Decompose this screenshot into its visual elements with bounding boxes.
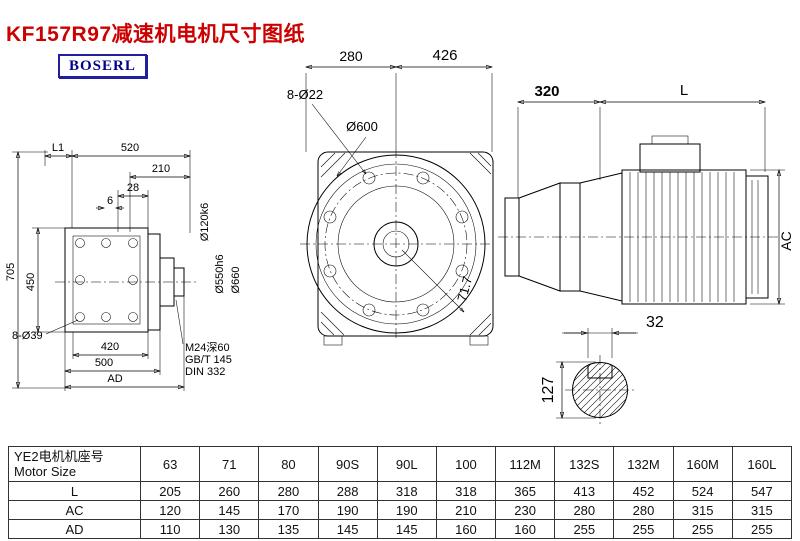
left-view: L1 520 210 28 6 705 450 420 500 AD 8-Ø39… — [5, 142, 242, 391]
cell-AC-0: 120 — [139, 500, 201, 520]
cell-AD-4: 145 — [376, 519, 437, 539]
dim-label-500: 500 — [95, 357, 113, 369]
cell-AD-7: 255 — [554, 519, 615, 539]
table-row-AD: AD 110 130 135 145 145 160 160 255 255 2… — [8, 519, 793, 539]
table-row-L: L 205 260 280 288 318 318 365 413 452 52… — [8, 481, 793, 501]
cell-AD-8: 255 — [613, 519, 674, 539]
cell-AC-10: 315 — [731, 500, 793, 520]
cell-AD-0: 110 — [139, 519, 201, 539]
cell-AC-2: 170 — [258, 500, 319, 520]
gearbox-housing-outline — [64, 227, 149, 333]
motor-size-header-cn: YE2电机机座号 — [14, 449, 104, 464]
dim-label-127: 127 — [540, 377, 557, 404]
dia-label-600: Ø600 — [346, 119, 378, 134]
page-title: KF157R97减速机电机尺寸图纸 — [6, 23, 306, 47]
table-header-row: YE2电机机座号 Motor Size 63 71 80 90S 90L 100… — [8, 446, 793, 482]
cell-AC-7: 280 — [554, 500, 615, 520]
dim-label-280: 280 — [339, 48, 363, 64]
note-gbt145: GB/T 145 — [185, 354, 232, 366]
dim-label-520: 520 — [121, 142, 139, 154]
size-col-63: 63 — [139, 446, 201, 482]
cell-AD-5: 160 — [435, 519, 497, 539]
dim-label-420: 420 — [101, 341, 119, 353]
cell-L-4: 318 — [376, 481, 437, 501]
cell-AD-6: 160 — [495, 519, 556, 539]
cell-L-9: 524 — [672, 481, 733, 501]
dim-label-32: 32 — [646, 314, 664, 331]
dim-label-AC: AC — [778, 231, 794, 250]
cell-L-7: 413 — [554, 481, 615, 501]
motor-size-header-en: Motor Size — [14, 464, 77, 479]
cell-L-5: 318 — [435, 481, 497, 501]
shaft-end-view: 32 127 — [540, 314, 664, 425]
dim-label-l1: L1 — [52, 142, 64, 154]
row-label-AD: AD — [8, 519, 141, 539]
cell-AD-2: 135 — [258, 519, 319, 539]
cell-L-3: 288 — [317, 481, 378, 501]
cell-AD-1: 130 — [199, 519, 260, 539]
dia-label-120k6: Ø120k6 — [199, 203, 211, 242]
dim-label-28: 28 — [127, 182, 139, 194]
dim-label-71-7: 71.7 — [454, 275, 475, 303]
dim-label-L: L — [680, 82, 688, 99]
motor-size-header: YE2电机机座号 Motor Size — [8, 446, 141, 482]
row-label-AC: AC — [8, 500, 141, 520]
cell-AC-4: 190 — [376, 500, 437, 520]
side-view: 320 L AC — [498, 82, 794, 305]
size-col-132s: 132S — [554, 446, 615, 482]
cell-L-0: 205 — [139, 481, 201, 501]
cell-AC-8: 280 — [613, 500, 674, 520]
dia-label-550h6: Ø550h6 — [214, 254, 226, 293]
terminal-box-outline — [639, 143, 701, 173]
note-m24: M24深60 — [185, 341, 230, 354]
brand-logo-text: BOSERL — [69, 58, 136, 74]
dia-label-660: Ø660 — [230, 267, 242, 294]
note-din332: DIN 332 — [185, 366, 225, 378]
technical-drawing: L1 520 210 28 6 705 450 420 500 AD 8-Ø39… — [5, 47, 794, 425]
cell-L-2: 280 — [258, 481, 319, 501]
cell-AD-3: 145 — [317, 519, 378, 539]
cell-L-10: 547 — [731, 481, 793, 501]
brand-logo: BOSERL — [58, 54, 147, 78]
cell-AC-5: 210 — [435, 500, 497, 520]
size-col-112m: 112M — [495, 446, 556, 482]
size-col-132m: 132M — [613, 446, 674, 482]
row-label-L: L — [8, 481, 141, 501]
holes-label-8d22: 8-Ø22 — [287, 87, 323, 102]
table-row-AC: AC 120 145 170 190 190 210 230 280 280 3… — [8, 500, 793, 520]
dim-label-450: 450 — [25, 273, 37, 291]
dim-label-705: 705 — [5, 263, 17, 281]
cell-AC-9: 315 — [672, 500, 733, 520]
size-col-71: 71 — [199, 446, 260, 482]
cell-L-6: 365 — [495, 481, 556, 501]
dim-label-210: 210 — [152, 163, 170, 175]
dim-label-ad: AD — [107, 373, 122, 385]
cell-AD-10: 255 — [731, 519, 793, 539]
dim-label-426: 426 — [432, 47, 457, 64]
cell-AC-1: 145 — [199, 500, 260, 520]
cell-AC-6: 230 — [495, 500, 556, 520]
front-view: 280 426 8-Ø22 Ø600 71.7 — [287, 47, 494, 346]
holes-label-8d39: 8-Ø39 — [12, 330, 43, 342]
dim-label-320: 320 — [534, 83, 559, 100]
size-col-160l: 160L — [731, 446, 793, 482]
size-col-90s: 90S — [317, 446, 378, 482]
size-col-160m: 160M — [672, 446, 733, 482]
dim-label-6: 6 — [107, 195, 113, 207]
cell-AD-9: 255 — [672, 519, 733, 539]
size-col-100: 100 — [435, 446, 497, 482]
size-col-90l: 90L — [376, 446, 437, 482]
fan-cover-outline — [745, 175, 769, 299]
cell-L-8: 452 — [613, 481, 674, 501]
dimension-table: YE2电机机座号 Motor Size 63 71 80 90S 90L 100… — [8, 446, 793, 539]
cell-L-1: 260 — [199, 481, 260, 501]
size-col-80: 80 — [258, 446, 319, 482]
cell-AC-3: 190 — [317, 500, 378, 520]
